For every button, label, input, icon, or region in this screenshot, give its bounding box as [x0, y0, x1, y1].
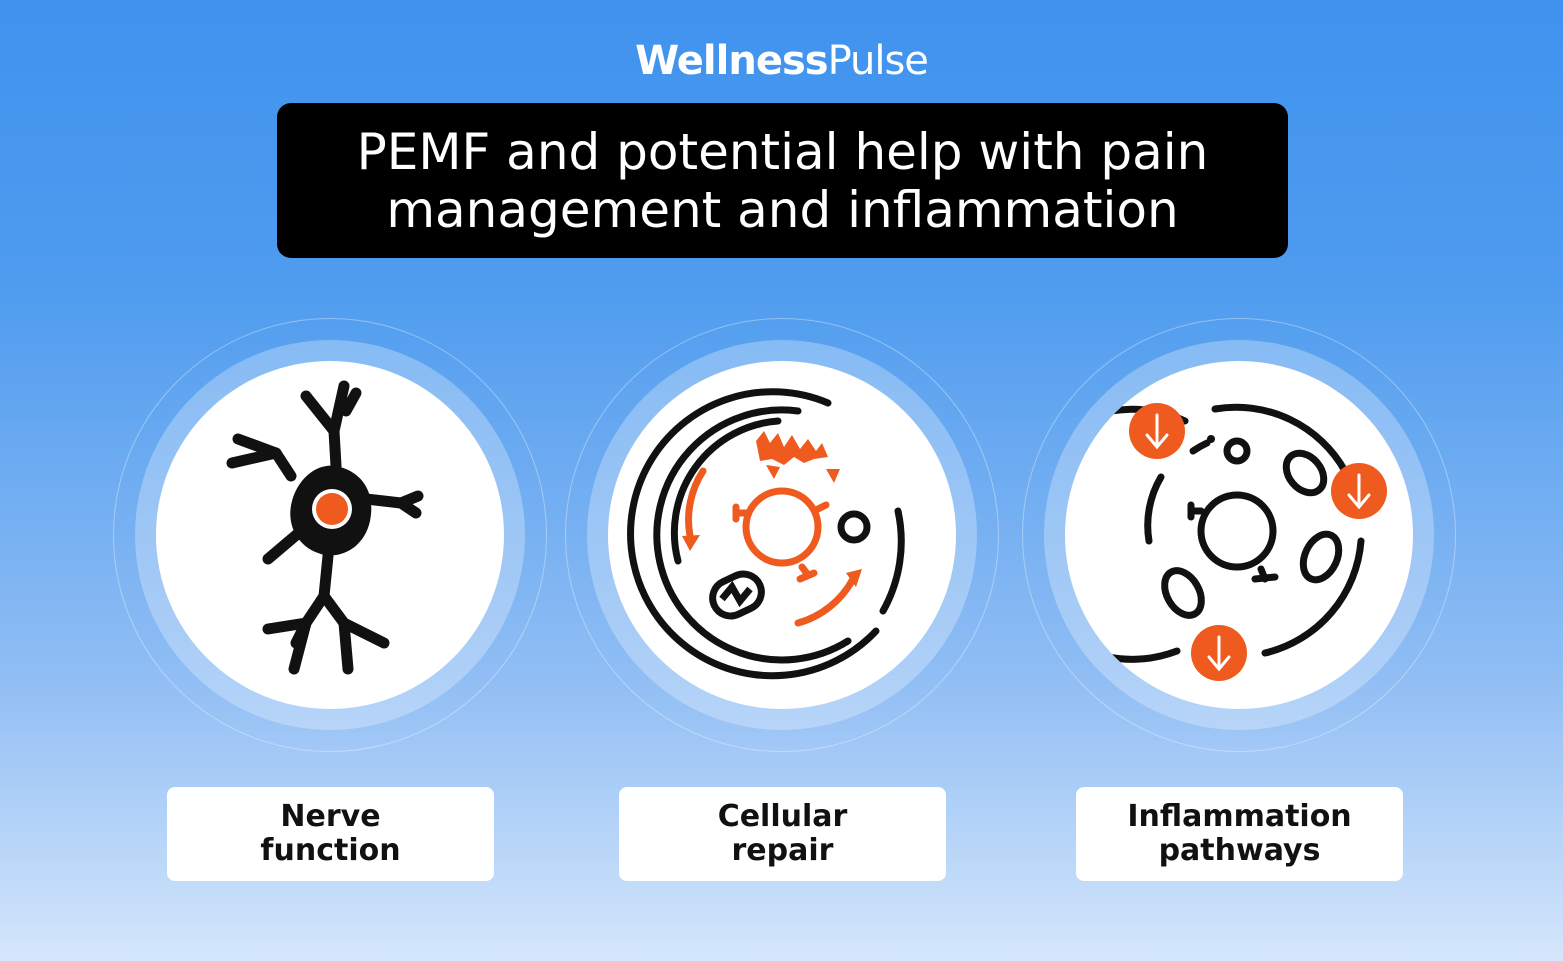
down-arrow-icon	[1129, 403, 1185, 459]
label-text: Inflammation pathways	[1127, 799, 1352, 868]
icon-circle	[156, 361, 504, 709]
title-banner: PEMF and potential help with pain manage…	[277, 103, 1288, 258]
page-title: PEMF and potential help with pain manage…	[356, 122, 1209, 239]
label-text: Cellular repair	[717, 799, 848, 868]
outer-ring	[565, 318, 999, 752]
label-inflammation-pathways: Inflammation pathways	[1076, 787, 1403, 881]
label-nerve-function: Nerve function	[167, 787, 494, 881]
down-arrow-icon	[1191, 625, 1247, 681]
brand-logo-part2: Pulse	[827, 38, 929, 84]
outer-ring	[1022, 318, 1456, 752]
label-cellular-repair: Cellular repair	[619, 787, 946, 881]
outer-ring	[113, 318, 547, 752]
cell-repair-icon	[627, 388, 905, 680]
cell-inflammation-icon	[1065, 403, 1387, 681]
down-arrow-icon	[1331, 463, 1387, 519]
brand-logo-part1: Wellness	[635, 38, 828, 84]
icon-circle	[608, 361, 956, 709]
icon-circle	[1065, 361, 1413, 709]
brand-logo: WellnessPulse	[0, 38, 1563, 84]
label-text: Nerve function	[260, 799, 401, 868]
neuron-icon	[226, 380, 424, 675]
